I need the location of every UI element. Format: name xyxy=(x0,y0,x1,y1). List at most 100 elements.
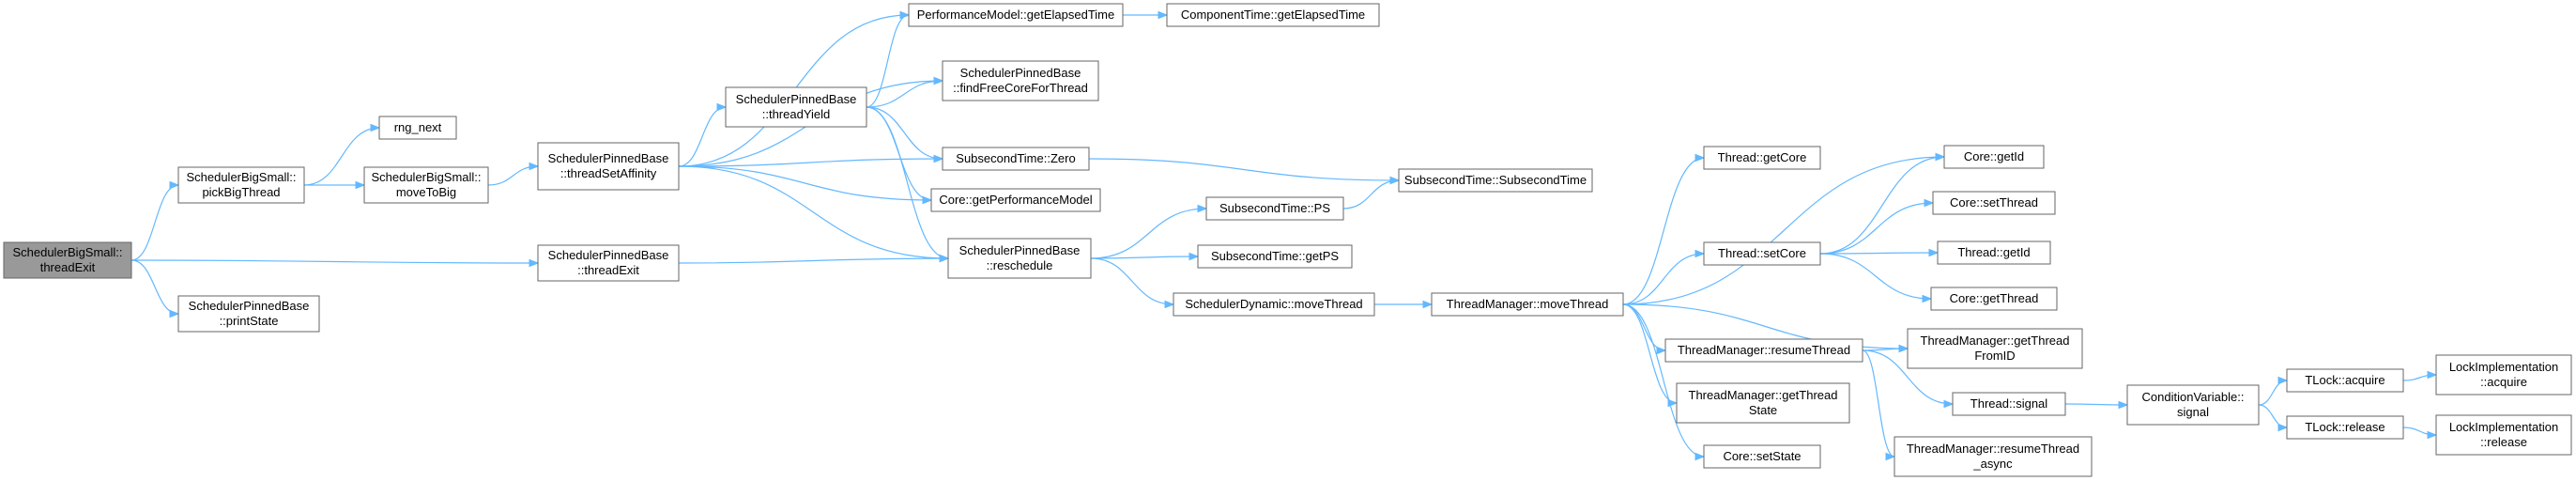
node-label: threadExit xyxy=(40,260,96,274)
node-label: SubsecondTime::SubsecondTime xyxy=(1404,173,1587,187)
node-threadSetAffinity[interactable]: SchedulerPinnedBase::threadSetAffinity xyxy=(537,142,680,191)
edge-line xyxy=(1622,253,1705,305)
arrowhead-icon xyxy=(2427,370,2438,380)
node-subPS[interactable]: SubsecondTime::PS xyxy=(1205,196,1344,221)
node-coreGetThread[interactable]: Core::getThread xyxy=(1930,287,2058,311)
node-rng_next[interactable]: rng_next xyxy=(378,116,457,140)
node-label: SchedulerBigSmall:: xyxy=(12,245,122,259)
arrowhead-icon xyxy=(1928,248,1940,257)
node-label: Core::setState xyxy=(1723,449,1801,463)
edge-line xyxy=(1342,179,1400,209)
edge-line xyxy=(678,106,727,167)
node-label: ThreadManager::resumeThread xyxy=(1678,343,1850,357)
edge-threadSetCore-to-coreGetId xyxy=(1819,152,1946,255)
node-label: SchedulerPinnedBase xyxy=(959,243,1081,257)
arrowhead-icon xyxy=(2277,376,2289,385)
node-subGetPS[interactable]: SubsecondTime::getPS xyxy=(1197,244,1353,269)
edge-pickBigThread-to-moveToBig xyxy=(304,180,366,190)
arrowhead-icon xyxy=(1197,204,1208,213)
node-coreSetState[interactable]: Core::setState xyxy=(1703,444,1821,469)
node-box xyxy=(1932,191,2056,215)
edge-root-to-pickBigThread xyxy=(130,180,180,261)
node-tmResume[interactable]: ThreadManager::resumeThread xyxy=(1664,338,1863,363)
node-label: ComponentTime::getElapsedTime xyxy=(1181,8,1365,22)
node-box xyxy=(930,188,1101,212)
node-subSubsecond[interactable]: SubsecondTime::SubsecondTime xyxy=(1398,168,1593,193)
node-label: SchedulerBigSmall:: xyxy=(371,170,481,184)
node-threadExitBase[interactable]: SchedulerPinnedBase::threadExit xyxy=(537,244,680,282)
edge-tmMoveThread-to-coreSetState xyxy=(1622,303,1706,461)
node-box xyxy=(2126,384,2260,426)
edge-line xyxy=(678,158,943,167)
node-threadGetId[interactable]: Thread::getId xyxy=(1937,240,2051,265)
node-box xyxy=(363,166,489,204)
edge-threadYield-to-perfElapsed xyxy=(866,10,911,108)
edges-layer xyxy=(130,10,2438,461)
node-pickBigThread[interactable]: SchedulerBigSmall::pickBigThread xyxy=(177,166,305,204)
node-label: SchedulerPinnedBase xyxy=(548,151,669,165)
node-label: Core::setThread xyxy=(1950,195,2038,209)
node-tmResumeAsync[interactable]: ThreadManager::resumeThread_async xyxy=(1894,436,2093,477)
node-label: SchedulerDynamic::moveThread xyxy=(1185,297,1362,311)
node-tmMoveThread[interactable]: ThreadManager::moveThread xyxy=(1431,292,1624,317)
arrowhead-icon xyxy=(529,162,540,171)
node-box xyxy=(2435,354,2572,396)
node-printState[interactable]: SchedulerPinnedBase::printState xyxy=(177,295,320,333)
node-lockAcquire[interactable]: LockImplementation::acquire xyxy=(2435,354,2572,396)
arrowhead-icon xyxy=(716,102,728,112)
node-reschedule[interactable]: SchedulerPinnedBase::reschedule xyxy=(947,238,1092,279)
node-findFreeCore[interactable]: SchedulerPinnedBase::findFreeCoreForThre… xyxy=(942,60,1099,101)
node-box xyxy=(1937,240,2051,265)
node-getPerfModel[interactable]: Core::getPerformanceModel xyxy=(930,188,1101,212)
node-perfElapsed[interactable]: PerformanceModel::getElapsedTime xyxy=(908,3,1124,27)
node-coreSetThread[interactable]: Core::setThread xyxy=(1932,191,2056,215)
node-box xyxy=(908,3,1124,27)
arrowhead-icon xyxy=(370,123,381,132)
node-subZero[interactable]: SubsecondTime::Zero xyxy=(942,147,1090,171)
node-threadYield[interactable]: SchedulerPinnedBase::threadYield xyxy=(725,86,867,128)
arrowhead-icon xyxy=(933,76,944,85)
node-threadGetCore[interactable]: Thread::getCore xyxy=(1703,146,1821,170)
node-label: SchedulerPinnedBase xyxy=(189,299,310,313)
node-box xyxy=(2435,414,2572,456)
node-box xyxy=(1952,392,2066,416)
node-threadSetCore[interactable]: Thread::setCore xyxy=(1703,241,1821,266)
node-box xyxy=(1703,146,1821,170)
edge-line xyxy=(130,259,179,315)
edge-tmMoveThread-to-coreGetId xyxy=(1622,152,1946,305)
node-label: ::release xyxy=(2480,435,2527,449)
edge-threadSetAffinity-to-getPerfModel xyxy=(678,165,933,205)
node-box xyxy=(1664,338,1863,363)
edge-line xyxy=(1622,303,1705,458)
arrowhead-icon xyxy=(1164,300,1175,309)
node-tlockAcquire[interactable]: TLock::acquire xyxy=(2286,368,2404,393)
node-label: ::threadYield xyxy=(762,107,831,121)
node-label: SchedulerPinnedBase xyxy=(548,248,669,262)
node-threadSignal[interactable]: Thread::signal xyxy=(1952,392,2066,416)
edge-line xyxy=(1819,253,1932,300)
arrowhead-icon xyxy=(922,195,933,205)
node-lockRelease[interactable]: LockImplementation::release xyxy=(2435,414,2572,456)
node-tlockRelease[interactable]: TLock::release xyxy=(2286,415,2404,440)
node-compElapsed[interactable]: ComponentTime::getElapsedTime xyxy=(1166,3,1380,27)
edge-pickBigThread-to-rng_next xyxy=(303,123,381,186)
node-label: SchedulerPinnedBase xyxy=(736,92,857,106)
node-box xyxy=(1197,244,1353,269)
node-moveToBig[interactable]: SchedulerBigSmall::moveToBig xyxy=(363,166,489,204)
edge-threadYield-to-reschedule xyxy=(866,106,950,263)
edge-line xyxy=(866,80,943,108)
node-box xyxy=(378,116,457,140)
node-box xyxy=(725,86,867,128)
edge-line xyxy=(303,127,380,186)
node-dynMoveThread[interactable]: SchedulerDynamic::moveThread xyxy=(1173,292,1375,317)
node-label: moveToBig xyxy=(396,185,456,199)
node-box xyxy=(1703,444,1821,469)
node-condSignal[interactable]: ConditionVariable::signal xyxy=(2126,384,2260,426)
arrowhead-icon xyxy=(1694,153,1706,163)
edge-moveToBig-to-threadSetAffinity xyxy=(487,162,540,186)
edge-line xyxy=(866,14,910,108)
node-root[interactable]: SchedulerBigSmall::threadExit xyxy=(3,241,132,279)
node-coreGetId[interactable]: Core::getId xyxy=(1943,145,2045,169)
